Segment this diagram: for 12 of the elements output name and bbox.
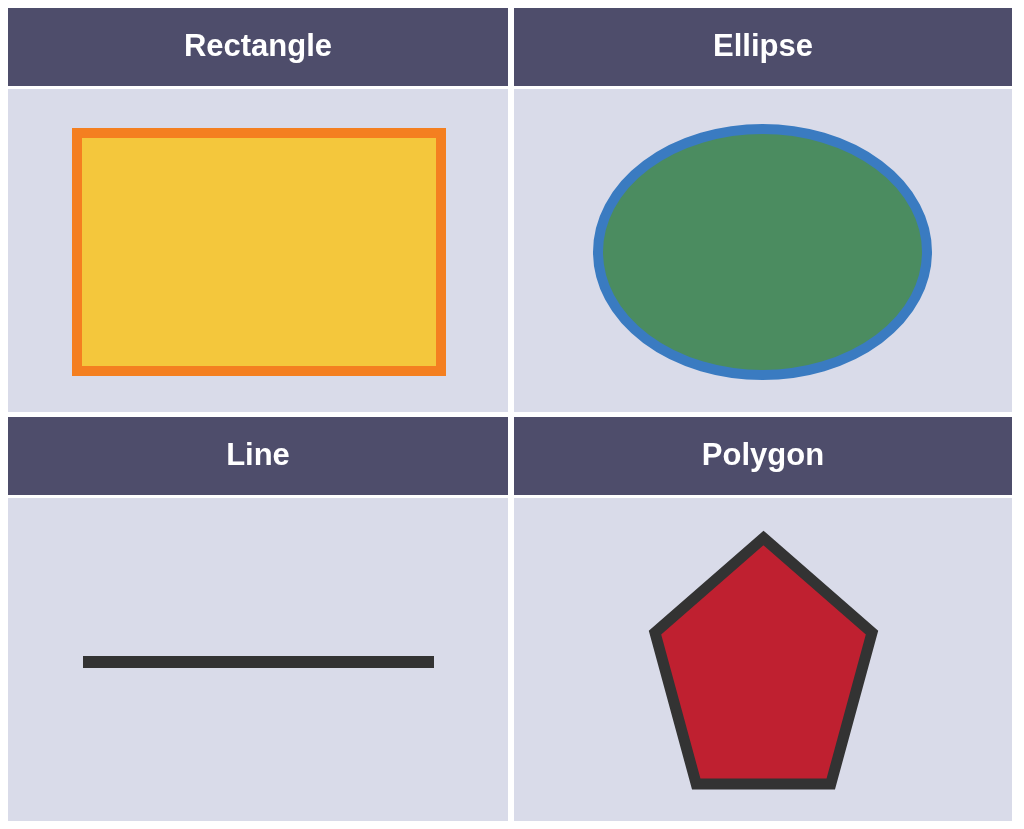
panel-header: Ellipse	[514, 8, 1012, 89]
ellipse-shape	[593, 124, 932, 380]
panel-header: Rectangle	[8, 8, 508, 89]
shape-panel	[514, 8, 1012, 412]
panel-header: Line	[8, 417, 508, 498]
rectangle-shape	[72, 128, 446, 376]
panel-header: Polygon	[514, 417, 1012, 498]
shape-panel	[8, 417, 508, 821]
shape-panel	[514, 417, 1012, 821]
pentagon-shape	[647, 530, 880, 792]
line-shape	[83, 656, 434, 668]
shape-panel	[8, 8, 508, 412]
